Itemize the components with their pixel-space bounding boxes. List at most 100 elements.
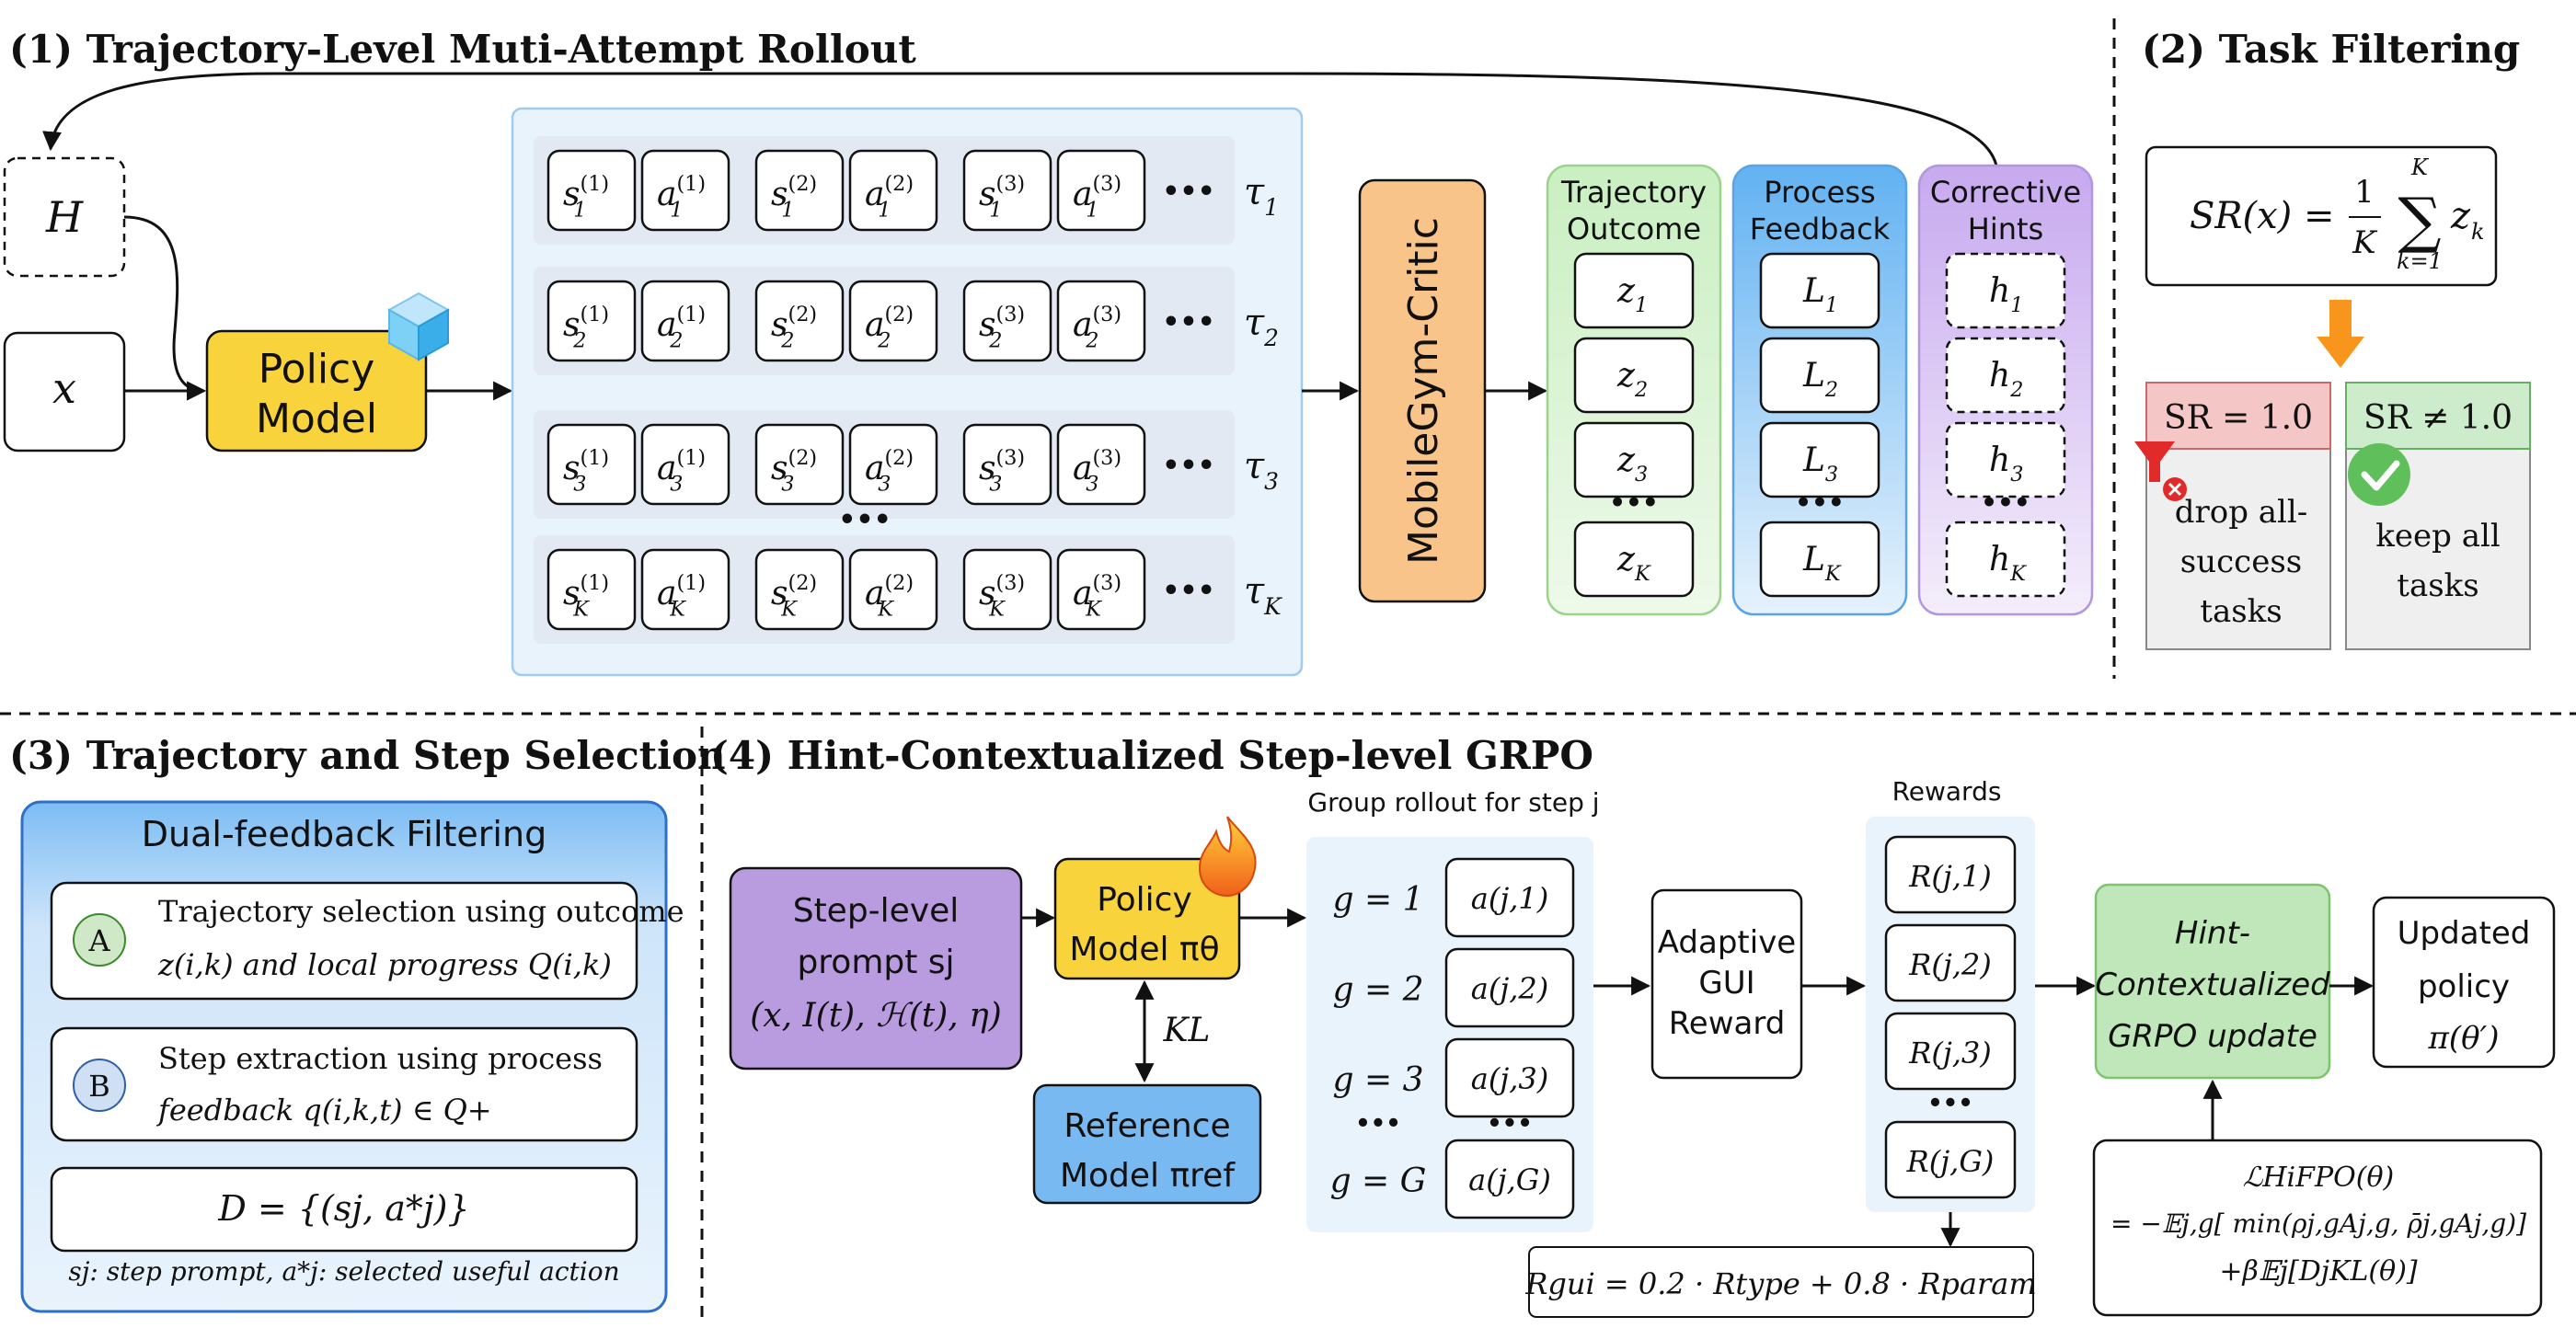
row-ellipsis: ••• <box>1162 450 1215 482</box>
rows-ellipsis: ••• <box>838 504 891 536</box>
kl-label: KL <box>1163 1012 1211 1049</box>
state-action-label: a(2)1 <box>865 172 914 223</box>
critic-label: MobileGym-Critic <box>1400 217 1447 565</box>
feedback-item-label: z2 <box>1616 357 1648 402</box>
feedback-column-title: Feedback <box>1750 212 1891 246</box>
state-action-label: s(3)3 <box>979 446 1025 497</box>
step-b-badge <box>73 1059 126 1112</box>
group-action-box <box>1444 1037 1575 1118</box>
feedback-column-title: Trajectory <box>1560 175 1707 210</box>
reward-label: R(j,2) <box>1908 947 1992 982</box>
state-action-cell <box>754 280 845 362</box>
grpo-policy-line-2: Model πθ <box>1069 931 1219 968</box>
group-index-label: g = 1 <box>1333 881 1424 919</box>
step-prompt-line-1: Step-level <box>793 892 960 930</box>
state-action-label: s(3)2 <box>979 303 1025 353</box>
down-arrow-icon <box>2317 300 2364 368</box>
state-action-label: a(1)K <box>657 571 706 622</box>
state-action-cell <box>962 149 1052 232</box>
step-b-line-1: Step extraction using process <box>158 1041 603 1076</box>
state-action-cell <box>962 423 1052 506</box>
state-action-cell <box>640 149 730 232</box>
state-action-label: a(3)1 <box>1073 172 1121 223</box>
feedback-item-label: zK <box>1616 541 1651 586</box>
flame-icon <box>1198 816 1257 898</box>
feedback-item-label: L1 <box>1802 272 1838 317</box>
state-action-cell <box>546 280 637 362</box>
state-action-cell <box>848 548 938 631</box>
trajectory-label: τ2 <box>1244 302 1279 351</box>
feedback-item-box <box>1945 521 2066 598</box>
sr-lhs: SR(x) = <box>2190 195 2335 237</box>
reward-box <box>1884 1120 2017 1199</box>
feedback-item-box <box>1573 252 1695 329</box>
state-action-cell <box>754 149 845 232</box>
sr-sum: ∑ <box>2398 185 2441 256</box>
column-ellipsis: ••• <box>1609 487 1659 518</box>
feedback-item-label: h3 <box>1989 441 2023 487</box>
policy-model-label-1: Policy <box>259 346 375 393</box>
loss-box <box>2092 1139 2543 1317</box>
group-action-label: a(j,G) <box>1468 1162 1551 1197</box>
sr-formula-box <box>2145 145 2498 287</box>
feedback-arc <box>42 72 1998 166</box>
trajectory-label: τK <box>1244 570 1282 620</box>
drop-line-1: drop all- <box>2175 494 2308 531</box>
step-prompt-line-2: prompt sj <box>797 944 954 981</box>
group-action-box <box>1444 1139 1575 1219</box>
state-action-label: a(2)K <box>865 571 914 622</box>
state-action-cell <box>1056 149 1146 232</box>
feedback-columns: TrajectoryOutcomez1z2z3zK•••ProcessFeedb… <box>1546 164 2094 616</box>
dataset-formula: D = {(sj, a*j)} <box>217 1188 469 1229</box>
section-title-filtering: (2) Task Filtering <box>2142 27 2520 72</box>
reference-model-box <box>1032 1083 1262 1205</box>
dataset-note: sj: step prompt, a*j: selected useful ac… <box>68 1256 619 1287</box>
section-title-rollout: (1) Trajectory-Level Muti-Attempt Rollou… <box>9 27 916 72</box>
gui-formula: Rgui = 0.2 · Rtype + 0.8 · Rparam <box>1524 1266 2036 1301</box>
state-action-label: s(2)K <box>771 571 817 622</box>
state-action-label: s(3)K <box>979 571 1025 622</box>
state-action-label: a(3)3 <box>1073 446 1121 497</box>
state-action-label: a(1)2 <box>657 303 706 353</box>
state-action-label: s(2)1 <box>771 172 817 223</box>
state-action-cell <box>962 548 1052 631</box>
state-action-cell <box>848 423 938 506</box>
filter-funnel-icon <box>2134 441 2187 501</box>
state-action-label: s(2)3 <box>771 446 817 497</box>
state-action-cell <box>848 149 938 232</box>
feedback-column-title: Corrective <box>1930 175 2081 210</box>
step-a-badge-label: A <box>87 923 110 958</box>
grpo-policy-line-1: Policy <box>1097 881 1192 919</box>
drop-line-3: tasks <box>2200 593 2282 630</box>
sr-not-one: SR ≠ 1.0 <box>2363 399 2513 437</box>
cube-icon <box>386 292 451 361</box>
feedback-item-box <box>1759 337 1880 414</box>
step-a-box <box>50 881 638 1001</box>
keep-line-2: tasks <box>2397 567 2478 604</box>
history-label: H <box>45 192 84 242</box>
state-action-cell <box>848 280 938 362</box>
step-a-line-1: Trajectory selection using outcome <box>158 894 684 929</box>
reference-line-1: Reference <box>1064 1107 1230 1145</box>
column-ellipsis: ••• <box>1981 487 2030 518</box>
reward-ellipsis: ••• <box>1927 1090 1973 1117</box>
state-action-cell <box>754 548 845 631</box>
feedback-item-box <box>1573 421 1695 498</box>
state-action-label: a(2)2 <box>865 303 914 353</box>
state-action-label: a(1)3 <box>657 446 706 497</box>
state-action-label: a(1)1 <box>657 172 706 223</box>
feedback-item-box <box>1573 337 1695 414</box>
trajectory-label: τ1 <box>1244 171 1279 221</box>
step-a-badge <box>73 913 126 967</box>
feedback-column-title: Hints <box>1968 212 2043 246</box>
gui-reward-line-2: GUI <box>1698 965 1754 1002</box>
loss-line-1: ℒHiFPO(θ) <box>2243 1162 2394 1194</box>
rewards-title: Rewards <box>1892 776 2002 807</box>
update-line-2: Contextualized <box>2095 967 2330 1003</box>
feedback-item-box <box>1945 337 2066 414</box>
step-prompt-line-3: (x, I(t), ℋ(t), η) <box>750 997 1002 1035</box>
